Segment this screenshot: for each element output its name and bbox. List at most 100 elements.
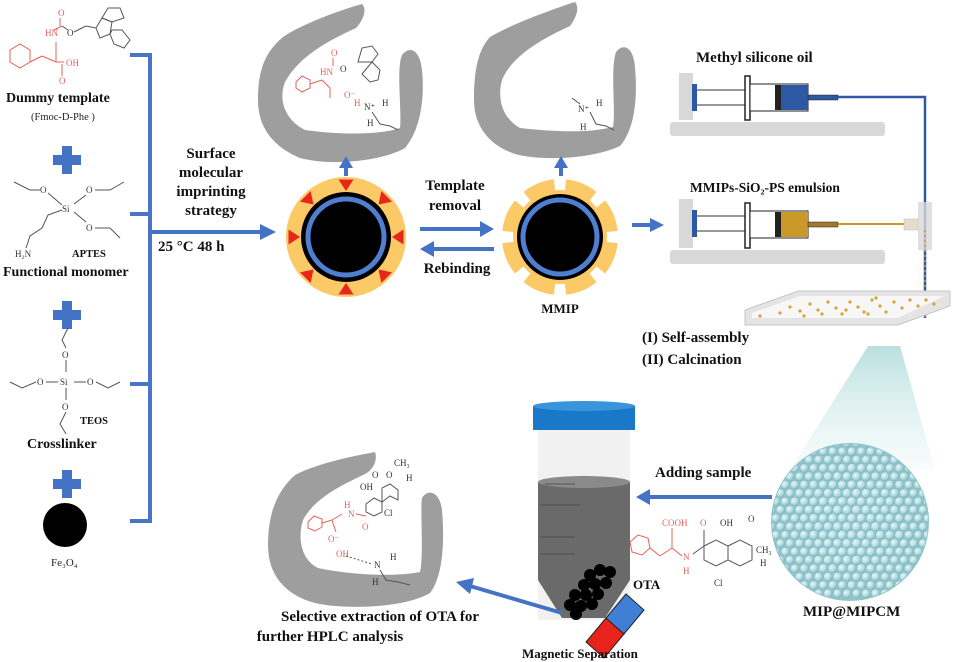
bead xyxy=(894,547,904,557)
mmip-label: MMIP xyxy=(541,301,579,316)
o-atom: O xyxy=(340,64,347,74)
bead xyxy=(780,497,790,506)
bead xyxy=(870,471,881,482)
bead xyxy=(880,471,890,482)
bead xyxy=(899,555,909,565)
n-atom: N xyxy=(374,560,381,570)
bead xyxy=(814,455,823,465)
arrow-left xyxy=(456,578,563,615)
bead xyxy=(827,546,838,557)
bead xyxy=(772,530,781,540)
h-atom: H xyxy=(683,566,690,576)
o-atom: O xyxy=(58,8,65,18)
h-atom: H xyxy=(367,118,374,128)
particle-dot xyxy=(870,298,874,302)
bead xyxy=(785,472,795,481)
bead xyxy=(913,513,923,523)
si-atom: Si xyxy=(60,377,68,387)
h-atom: H xyxy=(406,473,413,483)
bead xyxy=(861,589,871,598)
bead xyxy=(889,538,900,549)
shell-segment xyxy=(564,269,597,295)
si-atom: Si xyxy=(62,204,70,214)
bead xyxy=(865,546,876,557)
bead xyxy=(846,496,857,507)
template-molecule-bound: HN O O O⁻ H N⁺ H H xyxy=(295,45,399,131)
adding-sample-label: Adding sample xyxy=(655,465,752,481)
bead xyxy=(809,563,819,573)
h-atom: H xyxy=(760,558,767,568)
o-minus-atom: O⁻ xyxy=(328,534,339,544)
bead xyxy=(833,455,842,465)
bead xyxy=(804,505,814,515)
bead xyxy=(790,496,800,507)
bead xyxy=(899,521,909,532)
bead xyxy=(899,472,909,481)
template-text: Template xyxy=(425,178,485,194)
bead xyxy=(776,522,785,532)
shell-segment xyxy=(592,241,618,274)
bead xyxy=(861,488,871,499)
bead xyxy=(827,480,838,490)
bead xyxy=(875,463,885,473)
imprinted-cavity-empty xyxy=(474,2,636,159)
bead xyxy=(909,505,918,515)
arrow-right xyxy=(150,224,276,240)
bead xyxy=(894,496,904,507)
magnetic-bead xyxy=(589,578,601,590)
h-atom: H xyxy=(354,98,361,108)
bead xyxy=(899,505,909,515)
bead xyxy=(799,513,809,523)
bead xyxy=(856,463,866,473)
bead xyxy=(875,580,885,590)
arrow-right xyxy=(420,221,494,237)
ota-bound-molecule: H N O O⁻ OH OH Cl O O CH₃ H N H H xyxy=(307,458,413,587)
bead xyxy=(785,538,795,548)
bead xyxy=(856,496,867,507)
bead xyxy=(885,480,895,490)
bead xyxy=(813,505,824,515)
particle-dot xyxy=(900,306,904,310)
bead xyxy=(823,538,833,549)
bead xyxy=(852,589,861,598)
extraction-label-line1: Selective extraction of OTA for xyxy=(281,609,479,625)
h-atom: H xyxy=(596,98,603,108)
bead xyxy=(913,530,923,540)
bead xyxy=(847,446,857,456)
bead xyxy=(842,471,852,482)
particle-dot xyxy=(808,302,812,306)
surface-text: Surface xyxy=(186,146,235,162)
bead xyxy=(889,505,900,515)
bead xyxy=(875,496,886,507)
bead xyxy=(856,563,866,574)
template-site-icon xyxy=(338,283,354,295)
imprinted-cavity-with-ota xyxy=(268,452,444,607)
template-site-icon xyxy=(300,191,314,205)
bead xyxy=(904,513,914,523)
bead xyxy=(827,530,838,540)
particle-dot xyxy=(866,312,870,316)
bead xyxy=(861,471,871,482)
bead xyxy=(861,538,871,549)
template-site-icon xyxy=(300,269,314,283)
particle-dot xyxy=(840,312,844,316)
bead xyxy=(813,521,824,532)
bead xyxy=(880,488,890,498)
bead xyxy=(785,522,795,532)
bead xyxy=(818,530,829,540)
centrifuge-tube xyxy=(533,401,635,620)
bead xyxy=(889,488,900,498)
bead xyxy=(833,589,842,598)
bead xyxy=(880,521,890,532)
bead xyxy=(847,463,857,473)
plus-icon xyxy=(53,470,81,498)
rebinding-label: Rebinding xyxy=(424,261,491,277)
particle-dot xyxy=(798,309,802,313)
bead xyxy=(818,463,828,473)
bead xyxy=(772,522,776,532)
bead xyxy=(785,488,795,498)
bead xyxy=(780,513,790,523)
bead xyxy=(885,463,895,473)
bead xyxy=(875,530,886,540)
bead xyxy=(799,480,809,490)
